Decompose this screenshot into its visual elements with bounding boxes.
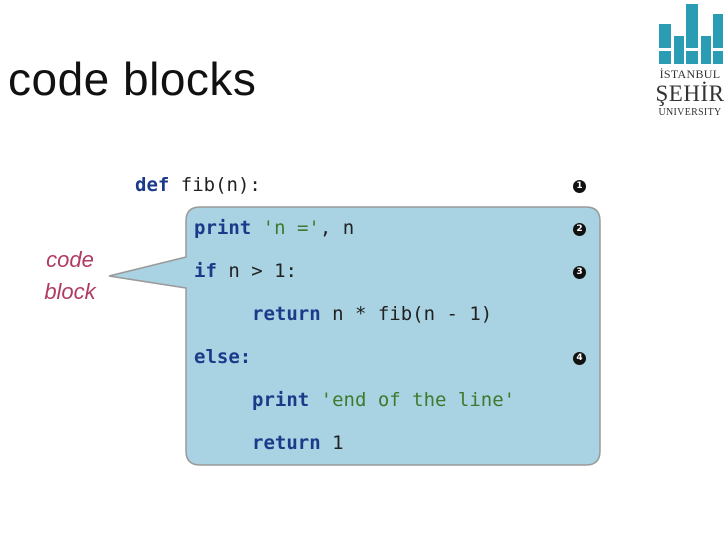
- code-line-print-end: print 'end of the line': [252, 388, 515, 412]
- callout-marker-3: 3: [573, 266, 586, 279]
- code-line-return-1: return 1: [252, 431, 344, 455]
- code-line-else: else:: [194, 345, 251, 369]
- code-keyword: print: [252, 389, 310, 411]
- slide-title: code blocks: [8, 53, 257, 105]
- code-line-def: def fib(n):: [135, 173, 261, 197]
- callout-marker-1: 1: [573, 180, 586, 193]
- code-string: 'end of the line': [320, 389, 516, 411]
- code-text: fib(n):: [169, 174, 261, 196]
- callout-marker-2: 2: [573, 223, 586, 236]
- callout-bubble: [108, 206, 601, 466]
- code-keyword: return: [252, 303, 321, 325]
- code-text: 1: [320, 432, 344, 454]
- code-line-print-n: print 'n =', n: [194, 216, 354, 240]
- callout-label: code block: [30, 244, 110, 308]
- callout-marker-4: 4: [573, 352, 586, 365]
- callout-label-line1: code: [46, 247, 94, 272]
- code-text: n > 1:: [216, 260, 297, 282]
- code-keyword: def: [135, 174, 170, 196]
- logo-text-sehir: ŞEHİR: [655, 81, 725, 106]
- code-string: 'n =': [262, 217, 320, 239]
- code-text: , n: [319, 217, 355, 239]
- code-keyword: print: [194, 217, 252, 239]
- logo-text-university: UNIVERSITY: [658, 107, 722, 118]
- code-keyword: else:: [194, 346, 252, 368]
- code-line-if: if n > 1:: [194, 259, 297, 283]
- university-logo: İSTANBUL ŞEHİR UNIVERSITY: [655, 4, 725, 124]
- logo-text-istanbul: İSTANBUL: [659, 67, 721, 81]
- building-logo-icon: [659, 4, 723, 64]
- code-space: [251, 217, 262, 239]
- code-text: n * fib(n - 1): [320, 303, 493, 325]
- code-keyword: return: [252, 432, 321, 454]
- code-line-return-fib: return n * fib(n - 1): [252, 302, 492, 326]
- callout-label-line2: block: [44, 279, 96, 304]
- code-keyword: if: [194, 260, 217, 282]
- code-space: [309, 389, 320, 411]
